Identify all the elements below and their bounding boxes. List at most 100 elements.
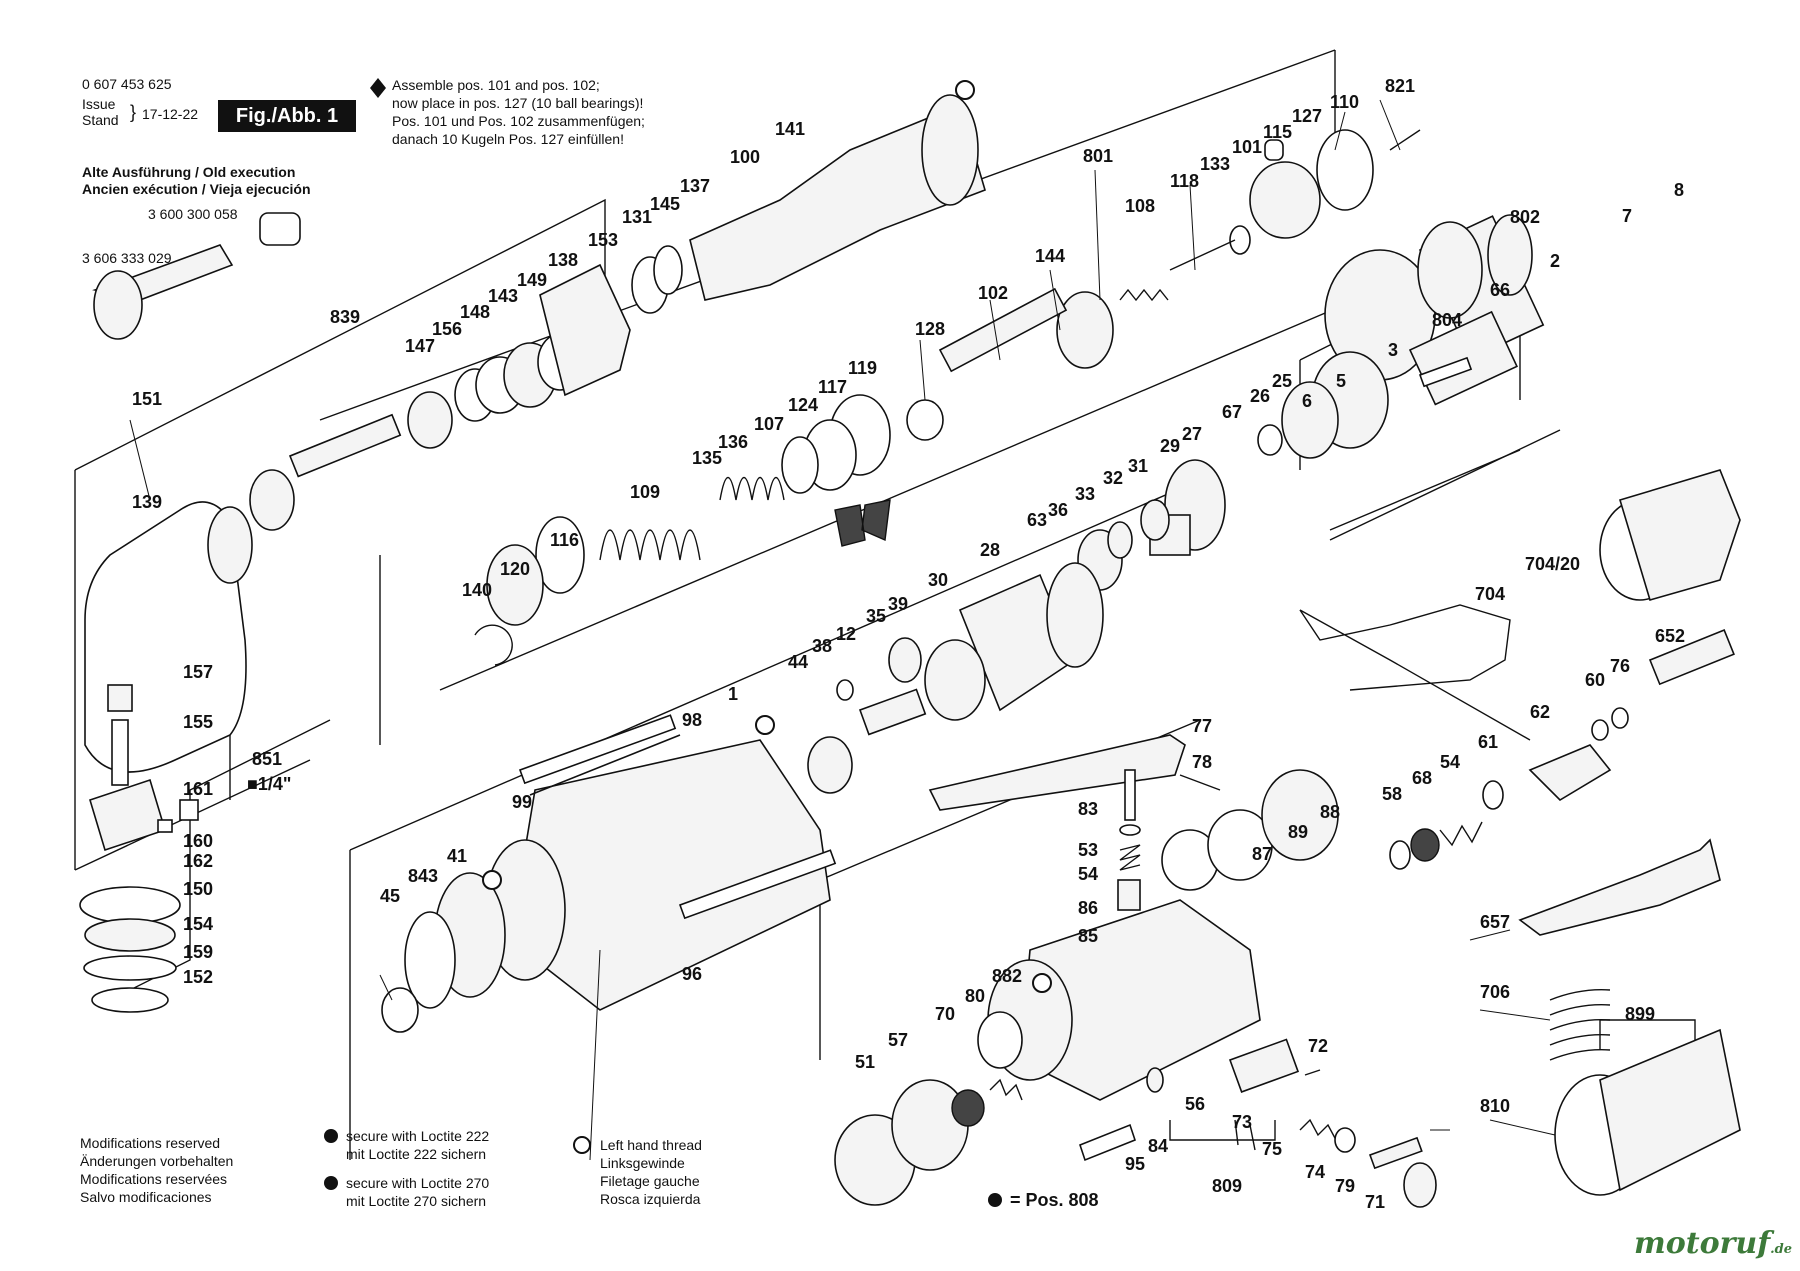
label-809: 809	[1212, 1176, 1242, 1196]
label-127: 127	[1292, 106, 1322, 126]
label-71: 71	[1365, 1192, 1385, 1212]
label-107: 107	[754, 414, 784, 434]
label-89: 89	[1288, 822, 1308, 842]
label-75: 75	[1262, 1139, 1282, 1159]
gear-120	[486, 544, 544, 626]
label-2: 2	[1550, 251, 1560, 271]
label-150: 150	[183, 879, 213, 899]
oring-61	[1482, 780, 1504, 810]
label-810: 810	[1480, 1096, 1510, 1116]
nut-138	[539, 263, 631, 397]
old-exec-line-1: Alte Ausführung / Old execution	[82, 164, 296, 180]
dot-pos808-icon	[988, 1193, 1002, 1207]
label-657: 657	[1480, 912, 1510, 932]
label-138: 138	[548, 250, 578, 270]
label-51: 51	[855, 1052, 875, 1072]
bevel-pinion	[249, 469, 295, 531]
label-99: 99	[512, 792, 532, 812]
label-102: 102	[978, 283, 1008, 303]
label-160: 160	[183, 831, 213, 851]
note-line-4: danach 10 Kugeln Pos. 127 einfüllen!	[392, 131, 624, 147]
label-72: 72	[1308, 1036, 1328, 1056]
housing-end-141	[921, 94, 979, 206]
label-39: 39	[888, 594, 908, 614]
pin-73	[1234, 1119, 1239, 1146]
label-79: 79	[1335, 1176, 1355, 1196]
label-118: 118	[1170, 171, 1199, 191]
circlip-152	[91, 987, 169, 1013]
label-29: 29	[1160, 436, 1180, 456]
label-53: 53	[1078, 840, 1098, 860]
label-38: 38	[812, 636, 832, 656]
label-116: 116	[550, 530, 579, 550]
shaft-44	[858, 688, 927, 736]
part-144-flange	[1056, 291, 1114, 369]
part-118	[1169, 239, 1236, 271]
site-logo: motoruf.de	[1634, 1226, 1792, 1261]
label-3: 3	[1388, 340, 1398, 360]
sleeve-44	[807, 736, 853, 794]
label-68: 68	[1412, 768, 1432, 788]
modifications-line-4: Salvo modificaciones	[80, 1189, 212, 1205]
label-153: 153	[588, 230, 618, 250]
label-148: 148	[460, 302, 490, 322]
loctite222-line-1: secure with Loctite 222	[346, 1128, 489, 1144]
fig-label: Fig./Abb. 1	[218, 100, 356, 132]
left-thread-marker-icon-3	[482, 870, 502, 890]
label-882: 882	[992, 966, 1022, 986]
loctite270-line-1: secure with Loctite 270	[346, 1175, 489, 1191]
cap-71	[1403, 1162, 1437, 1208]
footer: Modifications reserved Änderungen vorbeh…	[80, 774, 1099, 1210]
sleeve-704-20-body	[1619, 469, 1741, 601]
label-66: 66	[1490, 280, 1510, 300]
label-98: 98	[682, 710, 702, 730]
decal-blocks	[834, 499, 891, 547]
spring-107	[719, 477, 785, 501]
vane-804	[1418, 356, 1473, 388]
exhaust-810-body	[1599, 1028, 1741, 1192]
old-part-1: 3 600 300 058	[148, 206, 238, 222]
label-704-20: 704/20	[1525, 554, 1580, 574]
label-54b: 54	[1440, 752, 1460, 772]
label-706: 706	[1480, 982, 1510, 1002]
old-part-sleeve	[259, 212, 301, 246]
label-141: 141	[775, 119, 805, 139]
part-116	[535, 516, 585, 594]
gear-33	[1107, 521, 1133, 559]
label-115: 115	[1263, 122, 1292, 142]
pin-72	[1304, 1069, 1321, 1076]
part-155-pin	[111, 719, 129, 786]
ring-150	[79, 886, 181, 924]
label-83: 83	[1078, 799, 1098, 819]
label-135: 135	[692, 448, 722, 468]
label-851: 851	[252, 749, 282, 769]
pin-83	[1124, 769, 1136, 821]
label-54: 54	[1078, 864, 1098, 884]
pin-71	[1368, 1136, 1423, 1170]
label-110: 110	[1330, 92, 1359, 112]
label-8: 8	[1674, 180, 1684, 200]
label-25: 25	[1272, 371, 1292, 391]
part-number: 0 607 453 625	[82, 76, 172, 92]
pin-78	[1179, 774, 1221, 791]
label-88: 88	[1320, 802, 1340, 822]
label-155: 155	[183, 712, 213, 732]
label-119: 119	[848, 358, 877, 378]
label-140: 140	[462, 580, 492, 600]
logo-tld: .de	[1770, 1242, 1792, 1257]
label-36: 36	[1048, 500, 1068, 520]
leader-lines	[129, 99, 1556, 1161]
label-84: 84	[1148, 1136, 1168, 1156]
label-801: 801	[1083, 146, 1113, 166]
spring-706	[1549, 989, 1611, 1061]
ball-68	[1410, 828, 1440, 862]
bearing-8	[1487, 214, 1533, 296]
lever-77	[928, 734, 1186, 811]
part-124	[781, 436, 819, 494]
label-61: 61	[1478, 732, 1498, 752]
label-31: 31	[1128, 456, 1148, 476]
part-6	[1281, 381, 1339, 459]
loctite270-line-2: mit Loctite 270 sichern	[346, 1193, 486, 1209]
bushing-86	[1117, 879, 1141, 911]
